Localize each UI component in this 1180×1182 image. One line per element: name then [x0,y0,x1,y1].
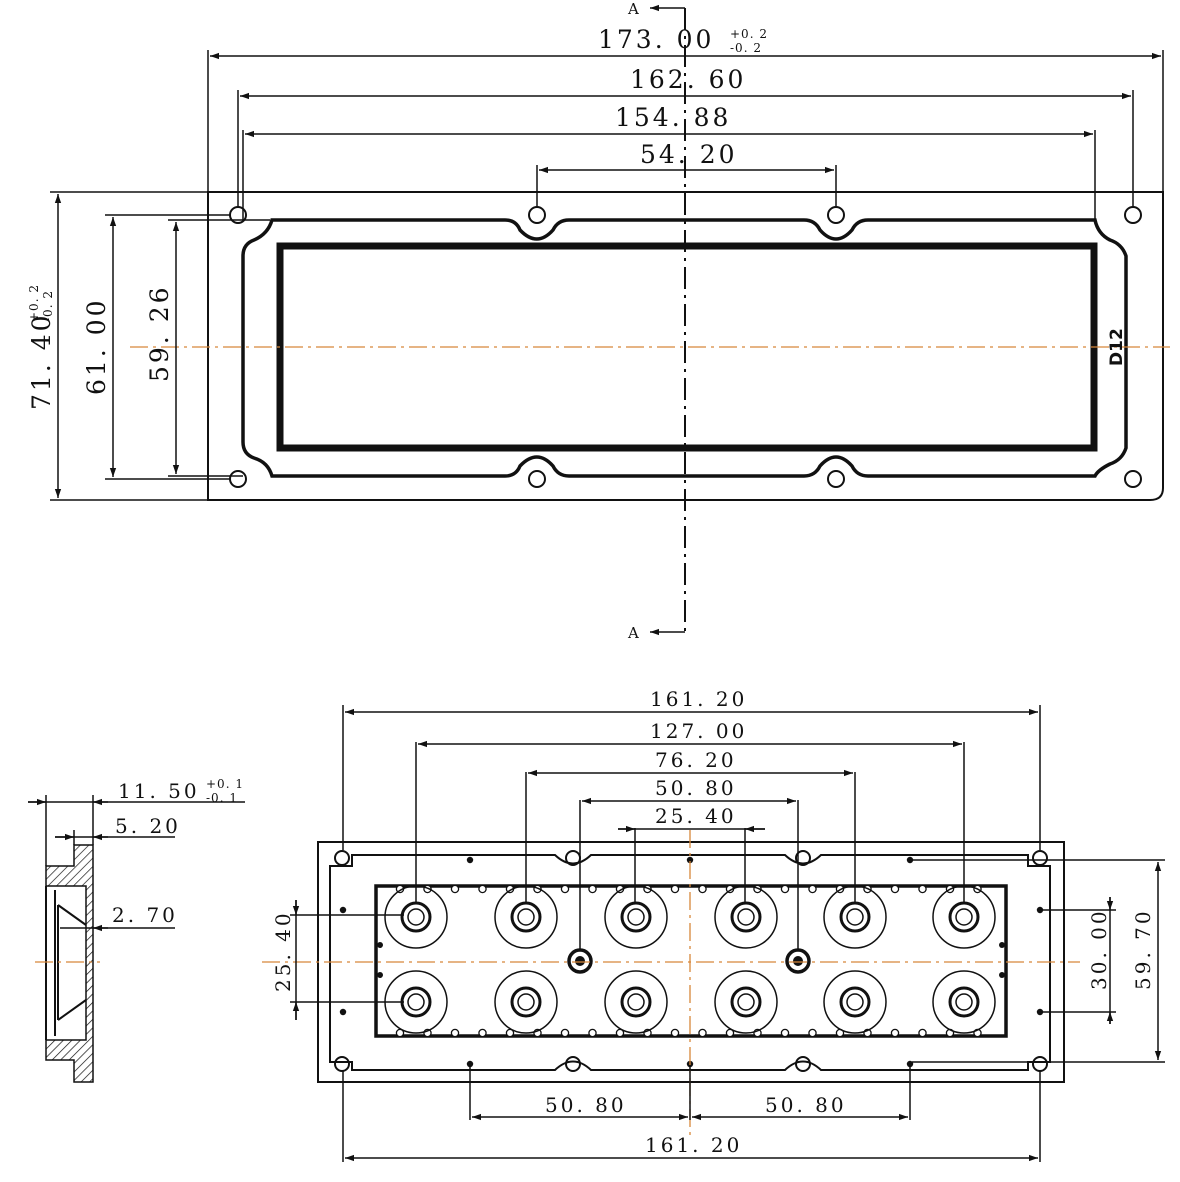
vent-dot [588,1028,597,1038]
section-label-top: A [627,0,642,18]
dim-bottom-hole-pitch-left: 50. 80 [545,1093,627,1117]
bottom-lens-area [374,884,1008,1038]
edge-hole-b2 [795,1056,811,1072]
vent-dot [918,1028,927,1038]
lens [604,970,668,1034]
dim-total-thickness: 11. 50 [118,779,200,803]
dim-inner-width: 154. 88 [615,103,731,132]
lens [932,970,996,1034]
vent-dot [560,1028,570,1038]
dim-overall-height-tol-plus: +0. 2 [27,284,41,322]
hole-bl [229,470,247,488]
top-gasket-outer [241,218,1128,478]
vent-dot [808,1028,817,1038]
vent-dot [450,1028,460,1038]
vent-dot [890,1028,900,1038]
dim-total-thickness-tol-minus: -0. 1 [206,791,238,805]
dim-total-thickness-tol-plus: +0. 1 [206,777,244,791]
side-view: 11. 50 +0. 1 -0. 1 5. 20 2. 70 [28,777,245,1083]
dim-screw-pitch: 50. 80 [655,776,737,800]
dim-wall-thickness: 2. 70 [112,903,178,927]
dim-lens-pitch: 25. 40 [655,804,737,828]
vent-dot [890,884,900,894]
perimeter-dots [395,884,982,1038]
vent-dot [808,884,817,894]
lens [604,885,668,949]
bottom-view: 161. 20 127. 00 76. 20 50. 80 25. 40 25.… [262,687,1165,1162]
top-plate-outline [207,191,1164,501]
edge-hole-t2 [795,850,811,866]
vent-dot [450,884,460,894]
corner-holes [334,850,1048,1072]
vent-dot [918,884,927,894]
dim-overall-width: 173. 00 [598,25,714,54]
dim-overall-width-tol-plus: +0. 2 [730,27,768,41]
hole-bc2 [827,470,845,488]
lens [714,885,778,949]
lens [494,885,558,949]
dim-inner-height: 59. 26 [145,284,174,382]
side-section-hatch [45,844,94,1083]
dim-center-holes-pitch: 54. 20 [640,140,738,169]
dim-row-pitch: 25. 40 [271,910,295,992]
vent-dot [780,884,790,894]
dim-overall-height: 71. 40 [27,312,56,410]
dim-overall-height-tol-minus: -0. 2 [41,290,55,322]
dim-inner-hole-pitch-v: 30. 00 [1087,908,1111,990]
dim-overall-width-bottom: 161. 20 [645,1133,742,1157]
hole-tc1 [528,206,546,224]
vent-dot [478,1028,487,1038]
corner-hole-bl [334,1056,350,1072]
corner-hole-tr [1032,850,1048,866]
vent-dot [698,1028,707,1038]
hole-bc1 [528,470,546,488]
dim-lens-span-outer: 127. 00 [650,719,747,743]
dim-flange-depth: 5. 20 [115,814,181,838]
small-holes [339,856,1044,1068]
hole-tc2 [827,206,845,224]
section-label-bottom: A [627,624,642,642]
dim-outer-hole-pitch-v: 59. 70 [1131,908,1155,990]
hole-br [1124,470,1142,488]
vent-dot [670,884,680,894]
vent-dot [588,884,597,894]
corner-hole-br [1032,1056,1048,1072]
top-view: A A 173. 00 +0. 2 -0. 2 162. 60 154. 88 … [27,0,1170,642]
part-marking: D12 [1107,328,1127,366]
lens-array [384,885,996,1034]
vent-dot [698,884,707,894]
dim-lens-span-mid: 76. 20 [655,748,737,772]
screw-bosses [567,948,811,974]
edge-hole-b1 [565,1056,581,1072]
corner-hole-tl [334,850,350,866]
vent-dot [560,884,570,894]
vent-dot [780,1028,790,1038]
dim-overall-width-top: 161. 20 [650,687,747,711]
lens [823,970,887,1034]
dim-overall-width-tol-minus: -0. 2 [730,41,762,55]
vent-dot [670,1028,680,1038]
lens [494,970,558,1034]
dim-hole-pitch-height: 61. 00 [82,297,111,395]
hole-tr [1124,206,1142,224]
side-inner-profile [45,886,87,1040]
dim-bottom-hole-pitch-right: 50. 80 [765,1093,847,1117]
lens [714,970,778,1034]
vent-dot [478,884,487,894]
dim-hole-pitch-width: 162. 60 [630,65,746,94]
